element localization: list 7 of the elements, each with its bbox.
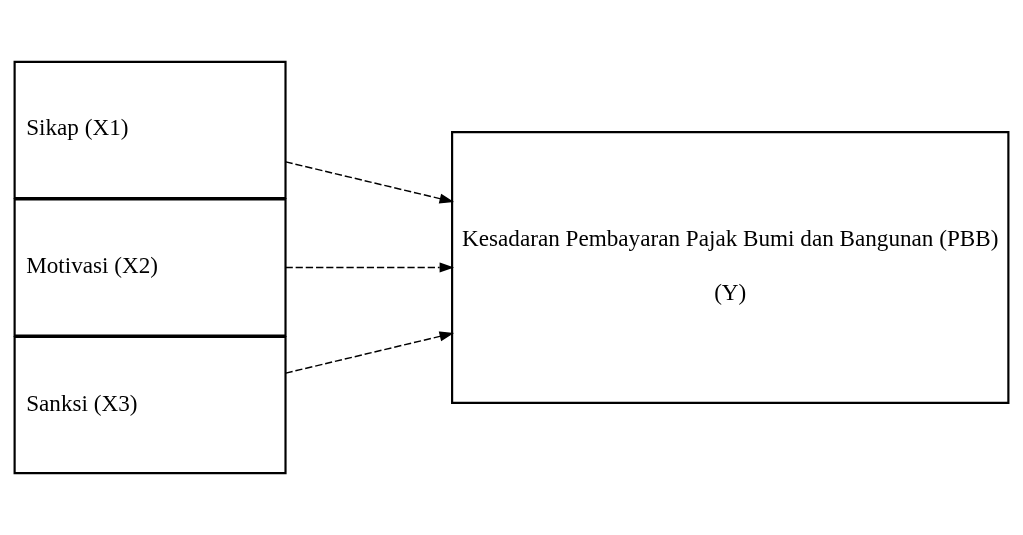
arrow bbox=[285, 331, 455, 374]
node-box: Motivasi (X2) bbox=[13, 198, 287, 337]
node-box: Sanksi (X3) bbox=[13, 335, 287, 475]
arrow bbox=[285, 161, 455, 204]
arrow bbox=[285, 262, 455, 273]
node-box: Sikap (X1) bbox=[13, 60, 287, 200]
node-box: Kesadaran Pembayaran Pajak Bumi dan Bangunan (PBB) (Y) bbox=[451, 130, 1010, 405]
